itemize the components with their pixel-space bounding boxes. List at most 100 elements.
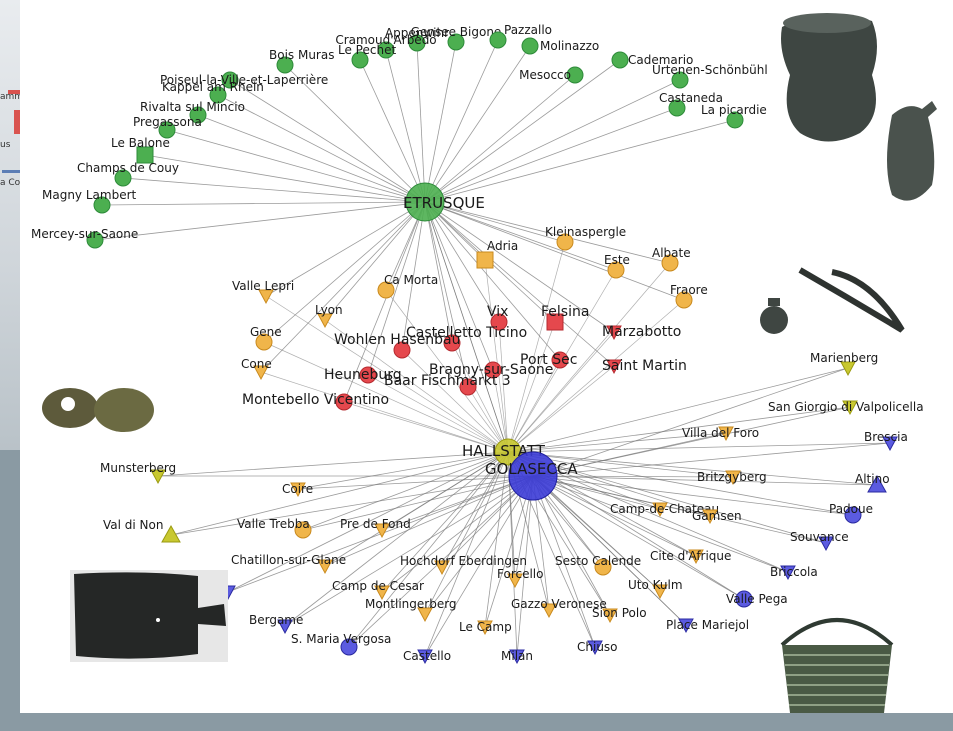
site-label: Place Mariejol [666,618,749,632]
site-node [290,482,306,498]
site-label: Cone [241,357,272,371]
site-node [136,146,154,164]
site-node [668,99,686,117]
site-label: Gensee Bigone [411,25,502,39]
site-node [374,585,390,601]
edge [284,451,509,627]
site-label: Rivalta sul Mincio [140,100,245,114]
site-label: Britzgyberg [697,470,767,484]
site-label: Fraore [670,283,708,297]
site-label: Pregassona [133,115,202,129]
edge [484,451,509,628]
edge [507,432,727,453]
edge [324,319,509,453]
site-label: La picardie [701,103,767,117]
site-node [606,359,622,375]
edge [516,475,534,657]
site-label: Adria [487,239,518,253]
hub-label-etrusque: ETRUSQUE [403,194,485,212]
site-label: Uto Kulm [628,578,683,592]
edge [424,201,453,344]
edge [122,177,426,203]
site-label: Mesocco [519,68,571,82]
edge [424,201,615,333]
fibula-brooch-image [760,267,905,334]
site-node [671,71,689,89]
site-node [490,313,508,331]
edge [532,367,849,477]
site-node [158,121,176,139]
site-label: Cramoud'Arbedo [335,33,436,47]
site-node [606,325,622,341]
site-node [417,649,433,665]
site-label: Marzabotto [602,324,681,340]
edge [381,451,509,593]
edge [284,475,534,627]
site-label: Padoue [829,502,873,516]
edge [507,367,849,453]
site-node [317,559,333,575]
site-label: Marienberg [810,351,878,365]
site-label: Castelletto Ticino [406,325,527,341]
site-label: Camp-de-Chateau [610,502,719,516]
site-label: Poiseul-la-Ville-et-Laperrière [160,73,328,87]
site-node [221,71,239,89]
site-node [611,51,629,69]
edge [381,475,534,593]
site-node [726,111,744,129]
site-node [377,41,395,59]
edge [424,475,534,615]
edge [263,341,509,453]
edge [385,49,426,203]
basket-bucket-image [780,618,894,713]
edge [424,201,617,271]
site-node [374,523,390,539]
edge [157,451,509,477]
site-node [189,106,207,124]
edge [424,451,509,657]
site-label: Milan [501,649,533,663]
site-label: Albate [652,246,691,260]
hub-node-hallstatt [494,438,522,466]
edge [507,365,615,453]
site-node [507,573,523,589]
map-road [2,170,32,173]
edge [532,475,789,573]
edge [424,201,500,323]
edge [297,475,534,490]
site-node [594,558,612,576]
site-node [255,333,273,351]
cauldron-photo-frame [70,570,228,662]
edge [424,201,494,371]
site-label: Castaneda [659,91,723,105]
site-label: Gazzo Veronese [511,597,607,611]
site-label: Champs de Couy [77,161,179,175]
site-label: Altino [855,472,890,486]
site-label: Baar Fischmarkt 3 [384,373,511,389]
edge [424,107,678,203]
edge [227,451,509,593]
edge [302,475,534,531]
site-node [509,649,525,665]
site-node [359,366,377,384]
site-node [114,169,132,187]
edge [441,451,509,568]
site-label: San Giorgio di Valpolicella [768,400,924,414]
site-node [718,426,734,442]
edge [170,475,534,536]
site-node [521,37,539,55]
edge [424,201,469,388]
edge [401,201,426,351]
site-label: Montlingerberg [365,597,457,611]
edge [532,475,827,544]
edge [217,94,426,203]
edge [532,475,687,626]
edge [265,295,509,453]
edge [170,451,509,536]
edge [343,201,426,403]
site-label: Este [604,253,630,267]
site-label: Brescia [864,430,908,444]
